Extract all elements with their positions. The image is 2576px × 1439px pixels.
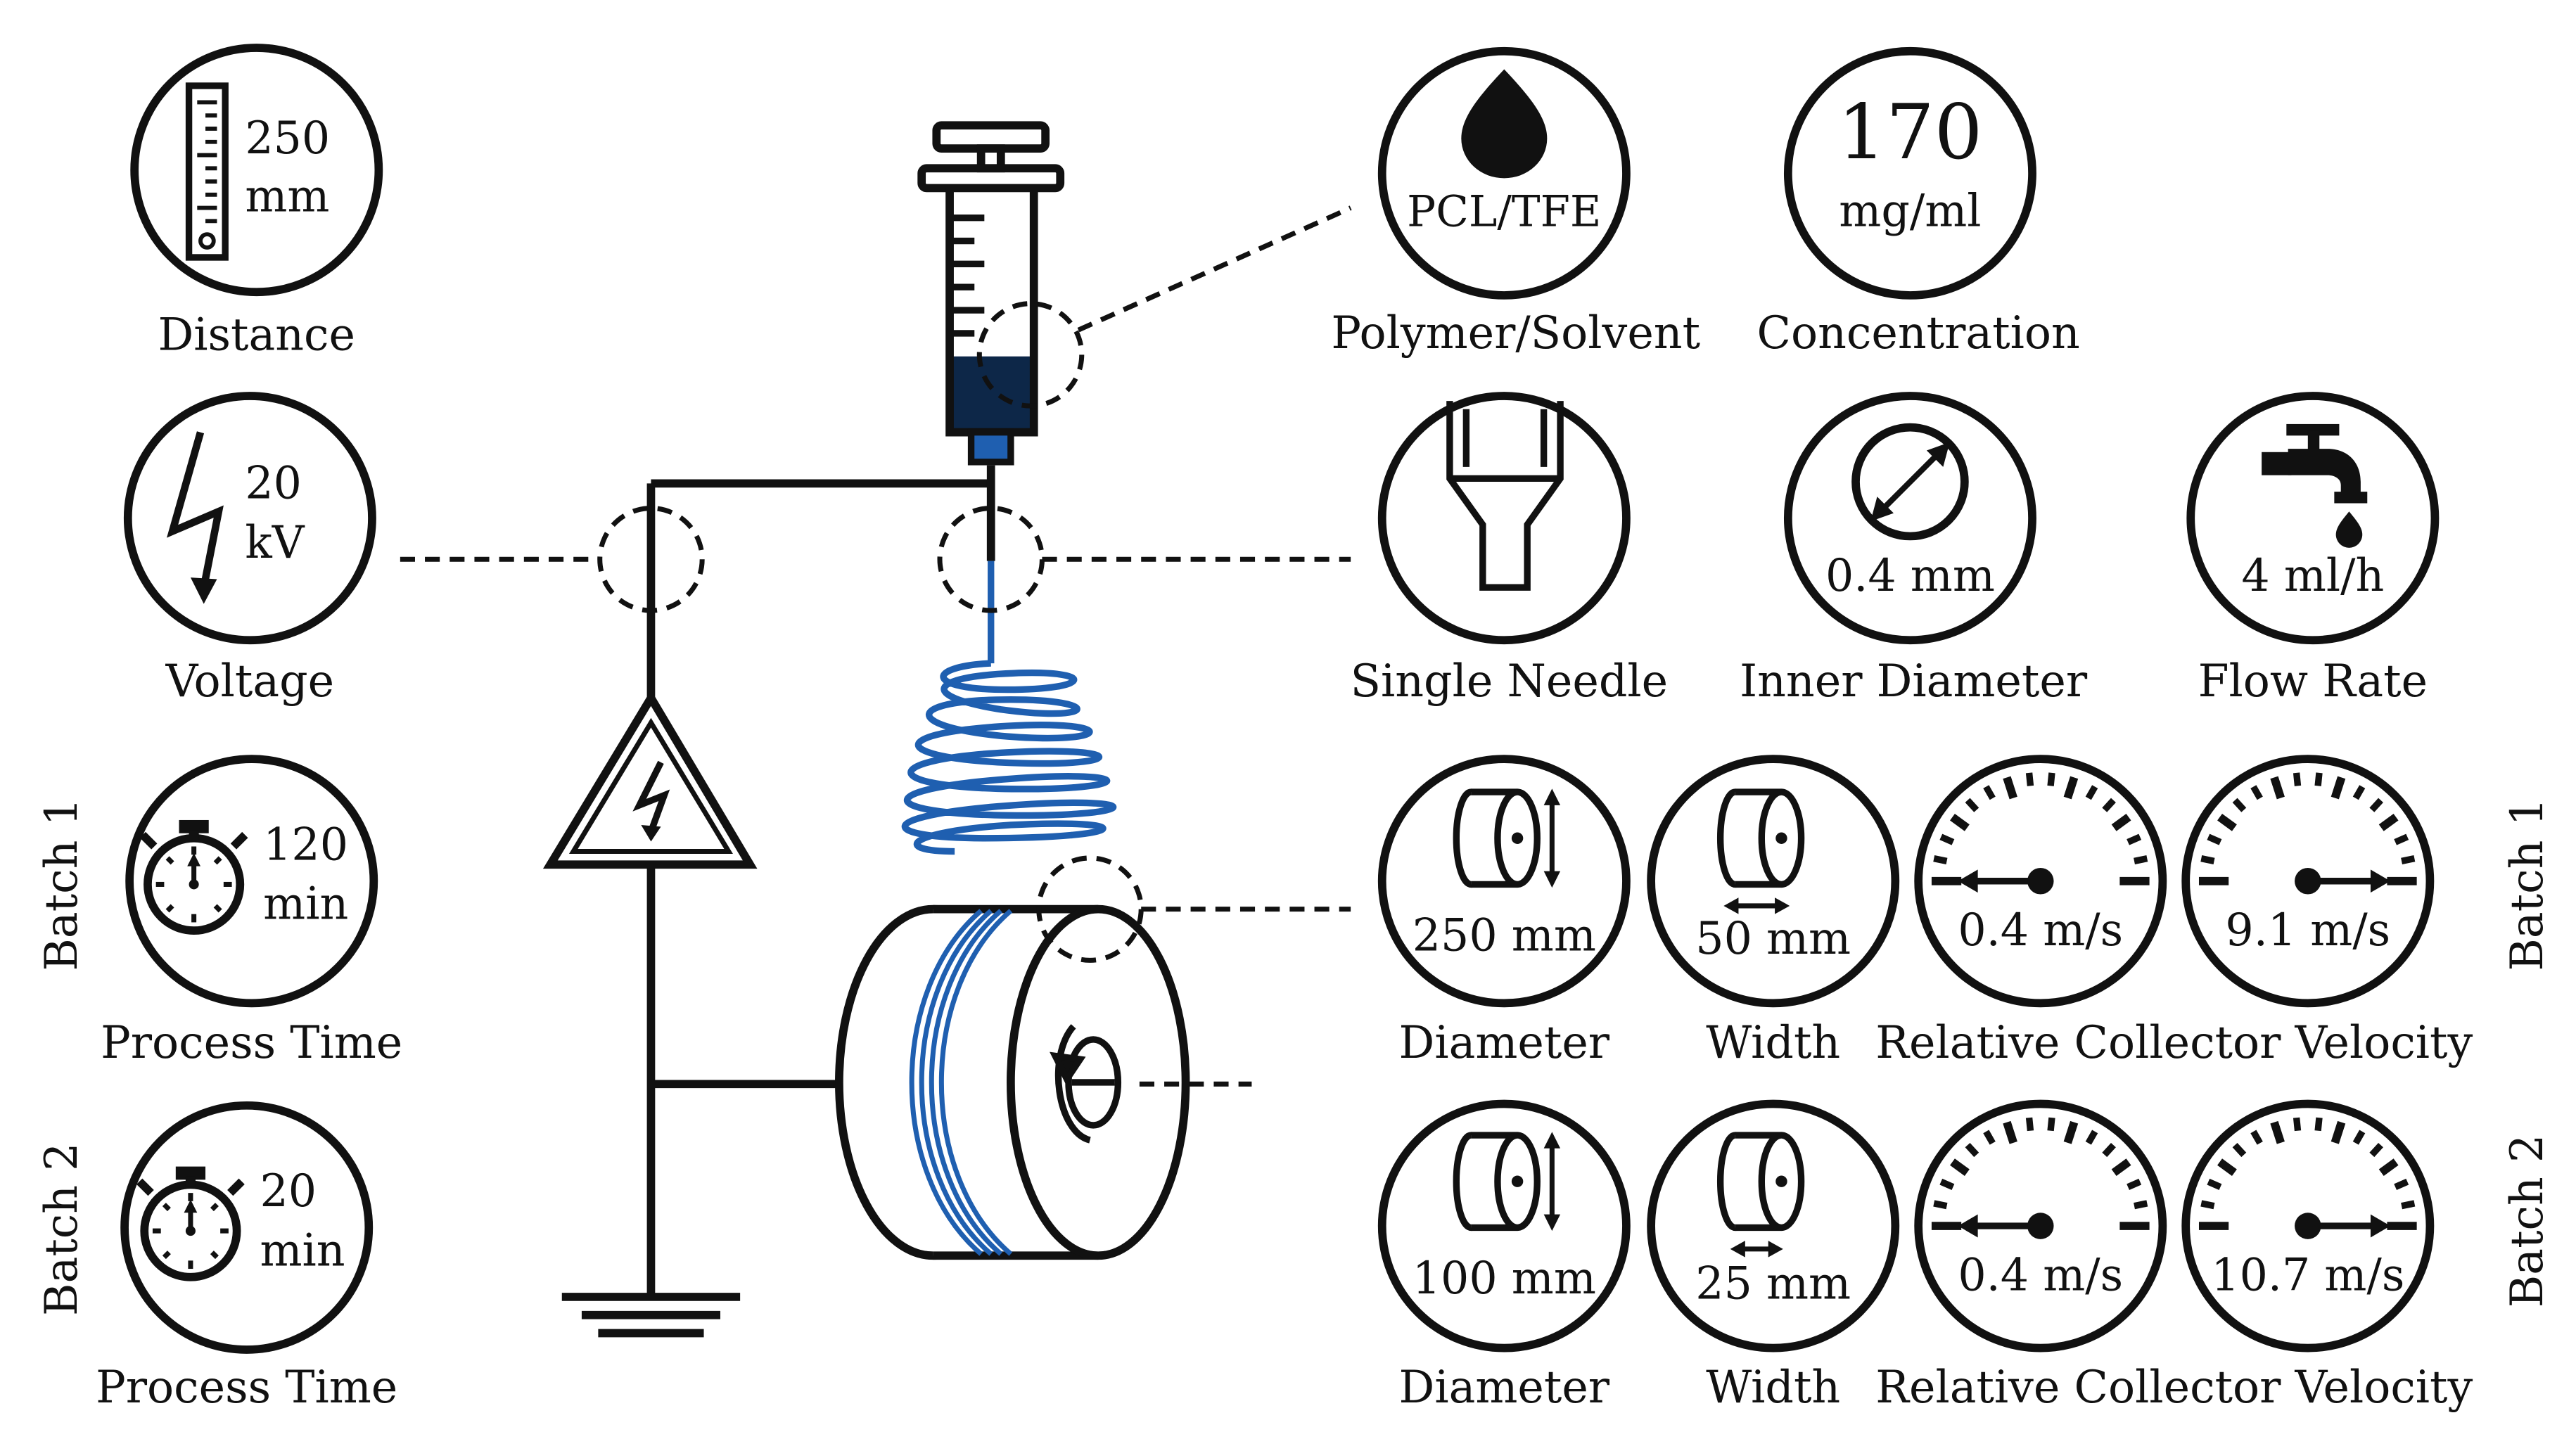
ruler-icon [185, 82, 229, 261]
cylinder-diameter-icon [1456, 788, 1561, 888]
distance-caption: Distance [158, 308, 355, 360]
batch2-width-caption: Width [1706, 1361, 1840, 1413]
speed-gauge-icon [2199, 1118, 2417, 1239]
process-time-badge-batch1: 120 min [125, 755, 378, 1008]
batch1-velocity-right-badge: 9.1 m/s [2181, 755, 2435, 1008]
concentration-caption: Concentration [1757, 307, 2080, 359]
batch1-label-left: Batch 1 [35, 798, 87, 971]
syringe-icon [917, 121, 1065, 466]
batch1-velocity-caption: Relative Collector Velocity [1875, 1016, 2473, 1068]
cylinder-width-icon [1721, 1135, 1802, 1258]
ground-icon [561, 1293, 741, 1338]
batch1-width-value: 50 mm [1695, 912, 1851, 964]
batch2-diameter-caption: Diameter [1399, 1361, 1610, 1413]
batch1-width-badge: 50 mm [1647, 755, 1900, 1008]
batch2-velocity-caption: Relative Collector Velocity [1875, 1361, 2473, 1413]
drop-icon [1461, 69, 1548, 179]
batch2-velocity-right-value: 10.7 m/s [2211, 1249, 2404, 1301]
process-time-batch2-unit: min [260, 1224, 345, 1276]
process-time-batch2-value: 20 [260, 1165, 317, 1217]
cylinder-width-icon [1721, 792, 1802, 914]
callout-lines [400, 205, 1352, 1087]
single-needle-badge [1377, 392, 1631, 645]
voltage-value: 20 [245, 456, 302, 509]
concentration-value: 170 [1837, 89, 1982, 177]
batch1-diameter-caption: Diameter [1399, 1016, 1610, 1068]
batch1-diameter-value: 250 mm [1413, 909, 1596, 961]
batch2-label-right: Batch 2 [2501, 1134, 2553, 1307]
rotation-icon [1050, 1024, 1122, 1144]
stopwatch-icon [139, 1167, 241, 1277]
polymer-solvent-value: PCL/TFE [1407, 186, 1601, 236]
process-time-batch1-unit: min [263, 878, 348, 930]
drum-collector-icon [835, 904, 1190, 1260]
batch2-diameter-badge: 100 mm [1377, 1099, 1631, 1352]
faucet-icon [2262, 423, 2368, 548]
polymer-solvent-badge: PCL/TFE [1377, 46, 1631, 300]
needle-icon [1446, 401, 1564, 591]
batch1-velocity-left-badge: 0.4 m/s [1914, 755, 2167, 1008]
process-time-batch2-caption: Process Time [96, 1361, 397, 1413]
batch1-label-right: Batch 1 [2501, 798, 2553, 971]
polymer-solvent-caption: Polymer/Solvent [1331, 307, 1700, 359]
speed-gauge-icon [1932, 773, 2150, 895]
voltage-badge: 20 kV [123, 392, 376, 645]
batch1-width-caption: Width [1706, 1016, 1840, 1068]
flow-rate-caption: Flow Rate [2198, 655, 2428, 707]
batch2-velocity-left-badge: 0.4 m/s [1914, 1099, 2167, 1352]
voltage-unit: kV [245, 516, 305, 568]
flow-rate-badge: 4 ml/h [2186, 392, 2440, 645]
diameter-gauge-icon [1851, 423, 1969, 541]
process-time-batch1-value: 120 [263, 818, 348, 870]
batch2-width-badge: 25 mm [1647, 1099, 1900, 1352]
stopwatch-icon [143, 820, 245, 930]
speed-gauge-icon [2199, 773, 2417, 895]
cylinder-diameter-icon [1456, 1132, 1561, 1232]
batch1-diameter-badge: 250 mm [1377, 755, 1631, 1008]
single-needle-caption: Single Needle [1351, 655, 1668, 707]
process-time-badge-batch2: 20 min [120, 1101, 374, 1354]
inner-diameter-badge: 0.4 mm [1783, 392, 2036, 645]
concentration-badge: 170 mg/ml [1783, 46, 2036, 300]
high-voltage-warning-icon [542, 689, 758, 869]
batch2-diameter-value: 100 mm [1413, 1252, 1596, 1304]
speed-gauge-icon [1932, 1118, 2150, 1239]
inner-diameter-caption: Inner Diameter [1740, 655, 2088, 707]
batch2-velocity-left-value: 0.4 m/s [1958, 1249, 2123, 1301]
voltage-caption: Voltage [165, 655, 335, 707]
process-time-batch1-caption: Process Time [101, 1016, 402, 1068]
batch2-width-value: 25 mm [1695, 1257, 1851, 1309]
distance-unit: mm [245, 170, 329, 222]
batch2-label-left: Batch 2 [35, 1143, 87, 1316]
flow-rate-value: 4 ml/h [2241, 549, 2384, 601]
inner-diameter-value: 0.4 mm [1825, 549, 1995, 601]
distance-badge: 250 mm [130, 44, 383, 297]
batch1-velocity-right-value: 9.1 m/s [2225, 904, 2390, 956]
concentration-unit: mg/ml [1839, 184, 1981, 236]
distance-value: 250 [245, 112, 330, 164]
batch2-velocity-right-badge: 10.7 m/s [2181, 1099, 2435, 1352]
batch1-velocity-left-value: 0.4 m/s [1958, 904, 2123, 956]
lightning-icon [167, 431, 224, 604]
circuit-wires [646, 465, 995, 1296]
